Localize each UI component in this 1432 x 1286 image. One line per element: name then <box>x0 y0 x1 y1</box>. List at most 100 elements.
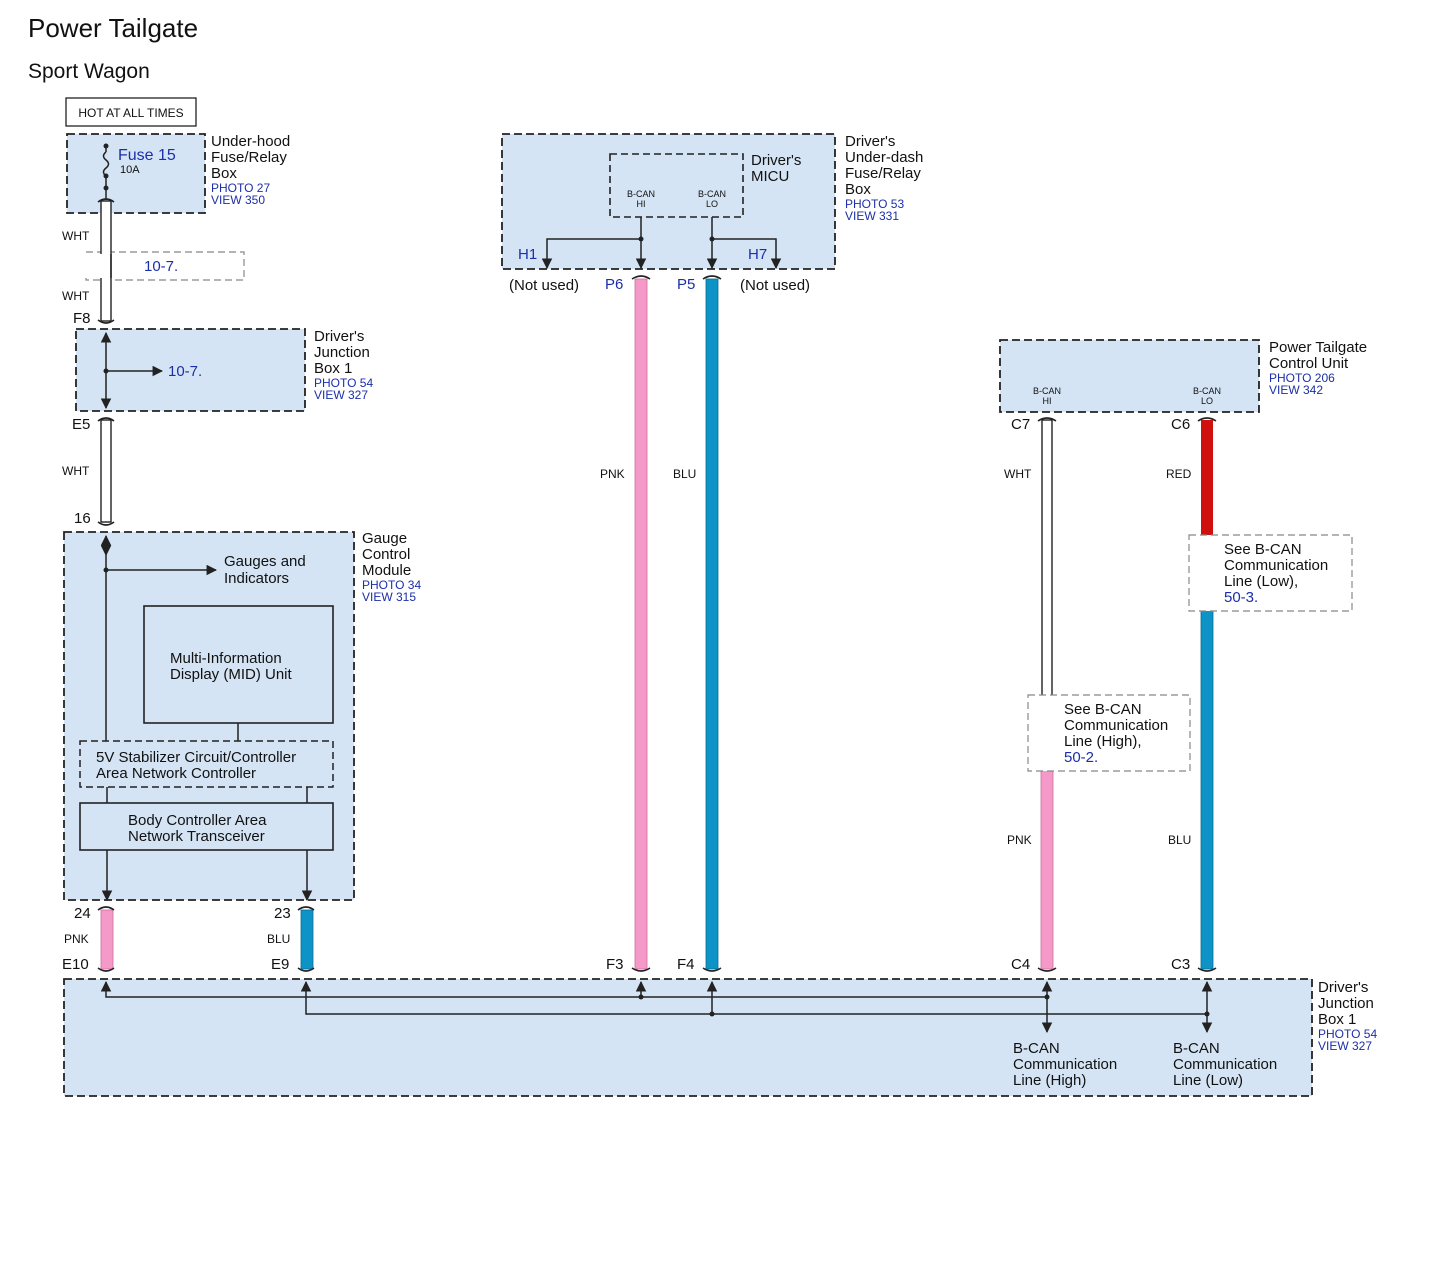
svg-text:Line (High),: Line (High), <box>1064 733 1142 750</box>
svg-text:LO: LO <box>1201 396 1213 406</box>
gauges-indicators-label-1: Gauges and <box>224 553 306 570</box>
svg-text:WHT: WHT <box>62 229 90 243</box>
svg-text:B-CAN: B-CAN <box>1033 386 1061 396</box>
svg-text:MICU: MICU <box>751 168 789 185</box>
pin-p5: P5 <box>677 276 695 293</box>
svg-text:Communication: Communication <box>1013 1056 1117 1073</box>
stabilizer-controller <box>79 740 334 788</box>
pin-e5: E5 <box>72 416 90 433</box>
see-bcan-high-reference[interactable]: See B-CAN Communication Line (High), 50-… <box>1027 694 1191 772</box>
svg-text:HI: HI <box>637 199 646 209</box>
pin-f4: F4 <box>677 956 695 973</box>
svg-text:PHOTO 53: PHOTO 53 <box>845 197 904 211</box>
svg-text:Control: Control <box>362 546 410 563</box>
wire-wht-e5-16[interactable] <box>100 419 112 523</box>
svg-text:Communication: Communication <box>1064 717 1168 734</box>
fuse-box-name-3: Box <box>211 165 237 182</box>
not-used-h1: (Not used) <box>509 277 579 294</box>
svg-text:B-CAN: B-CAN <box>1173 1040 1220 1057</box>
jb-top-ref: 10-7. <box>168 363 202 380</box>
underhood-fuse-relay-box: Fuse 15 10A Under-hood Fuse/Relay Box PH… <box>66 133 290 214</box>
svg-text:B-CAN: B-CAN <box>627 189 655 199</box>
wire-pnk-24-e10[interactable] <box>100 909 114 970</box>
svg-text:B-CAN: B-CAN <box>1013 1040 1060 1057</box>
fuse-box-view: VIEW 350 <box>211 193 265 207</box>
pin-f3: F3 <box>606 956 624 973</box>
svg-text:Power Tailgate: Power Tailgate <box>1269 339 1367 356</box>
svg-text:RED: RED <box>1166 467 1192 481</box>
svg-text:VIEW 327: VIEW 327 <box>1318 1039 1372 1053</box>
svg-text:PHOTO 54: PHOTO 54 <box>314 376 373 390</box>
pin-23: 23 <box>274 905 291 922</box>
svg-text:PNK: PNK <box>1007 833 1032 847</box>
not-used-h7: (Not used) <box>740 277 810 294</box>
fuse-box-name-2: Fuse/Relay <box>211 149 287 166</box>
pin-c7: C7 <box>1011 416 1030 433</box>
svg-text:Box: Box <box>845 181 871 198</box>
svg-text:Driver's: Driver's <box>751 152 801 169</box>
splice-reference[interactable]: 10-7. <box>85 251 245 281</box>
wire-color-labels: WHT WHT WHT PNK BLU PNK BLU WHT RED PNK … <box>62 229 1192 946</box>
svg-text:Junction: Junction <box>1318 995 1374 1012</box>
svg-text:Driver's: Driver's <box>1318 979 1368 996</box>
svg-text:Network Transceiver: Network Transceiver <box>128 828 265 845</box>
fuse-box-name-1: Under-hood <box>211 133 290 150</box>
drivers-micu <box>609 153 744 218</box>
svg-text:Under-dash: Under-dash <box>845 149 923 166</box>
pin-c6: C6 <box>1171 416 1190 433</box>
svg-text:5V Stabilizer Circuit/Controll: 5V Stabilizer Circuit/Controller <box>96 749 296 766</box>
svg-text:50-3.: 50-3. <box>1224 589 1258 606</box>
svg-text:HOT AT ALL TIMES: HOT AT ALL TIMES <box>78 106 183 120</box>
svg-text:Fuse/Relay: Fuse/Relay <box>845 165 921 182</box>
fuse-box-photo: PHOTO 27 <box>211 181 270 195</box>
see-bcan-low-reference[interactable]: See B-CAN Communication Line (Low), 50-3… <box>1188 534 1353 612</box>
svg-text:Junction: Junction <box>314 344 370 361</box>
wire-blu-23-e9[interactable] <box>300 909 314 970</box>
fuse-icon <box>102 143 110 200</box>
svg-text:VIEW 315: VIEW 315 <box>362 590 416 604</box>
svg-text:Display (MID) Unit: Display (MID) Unit <box>170 666 293 683</box>
svg-text:WHT: WHT <box>62 289 90 303</box>
wire-blu-c3[interactable] <box>1200 571 1214 970</box>
svg-text:Gauge: Gauge <box>362 530 407 547</box>
svg-text:PHOTO 206: PHOTO 206 <box>1269 371 1335 385</box>
svg-text:WHT: WHT <box>1004 467 1032 481</box>
gauges-indicators-label-2: Indicators <box>224 570 289 587</box>
svg-text:Line (Low): Line (Low) <box>1173 1072 1243 1089</box>
svg-text:B-CAN: B-CAN <box>698 189 726 199</box>
underdash-fuse-relay-box: Driver's MICU B-CAN HI B-CAN LO Driver's… <box>501 133 923 270</box>
svg-text:PHOTO 34: PHOTO 34 <box>362 578 421 592</box>
wire-blu-p5-f4[interactable] <box>705 278 719 970</box>
svg-text:Box 1: Box 1 <box>1318 1011 1356 1028</box>
svg-text:Area Network Controller: Area Network Controller <box>96 765 256 782</box>
can-transceiver <box>79 802 334 851</box>
pin-c3: C3 <box>1171 956 1190 973</box>
svg-text:BLU: BLU <box>267 932 290 946</box>
svg-text:See B-CAN: See B-CAN <box>1224 541 1302 558</box>
svg-text:PNK: PNK <box>600 467 625 481</box>
svg-text:PHOTO 54: PHOTO 54 <box>1318 1027 1377 1041</box>
wire-wht-c7[interactable] <box>1041 419 1053 729</box>
wire-pnk-p6-f3[interactable] <box>634 278 648 970</box>
svg-text:Line (Low),: Line (Low), <box>1224 573 1298 590</box>
pin-24: 24 <box>74 905 91 922</box>
fuse-amp: 10A <box>120 164 140 176</box>
svg-text:Driver's: Driver's <box>314 328 364 345</box>
svg-text:Driver's: Driver's <box>845 133 895 150</box>
connector-terminals <box>97 198 1217 972</box>
pin-h7: H7 <box>748 246 767 263</box>
power-tailgate-control-unit: B-CAN HI B-CAN LO Power Tailgate Control… <box>999 339 1367 413</box>
svg-text:WHT: WHT <box>62 464 90 478</box>
svg-text:Module: Module <box>362 562 411 579</box>
gauge-control-module: Gauge Control Module PHOTO 34 VIEW 315 G… <box>63 530 421 901</box>
pin-c4: C4 <box>1011 956 1030 973</box>
svg-text:50-2.: 50-2. <box>1064 749 1098 766</box>
svg-text:VIEW 327: VIEW 327 <box>314 388 368 402</box>
svg-text:VIEW 331: VIEW 331 <box>845 209 899 223</box>
hot-at-all-times-label: HOT AT ALL TIMES <box>65 97 197 127</box>
wire-red-c6[interactable] <box>1201 420 1213 556</box>
pin-h1: H1 <box>518 246 537 263</box>
pin-16: 16 <box>74 510 91 527</box>
mid-unit <box>143 605 334 724</box>
